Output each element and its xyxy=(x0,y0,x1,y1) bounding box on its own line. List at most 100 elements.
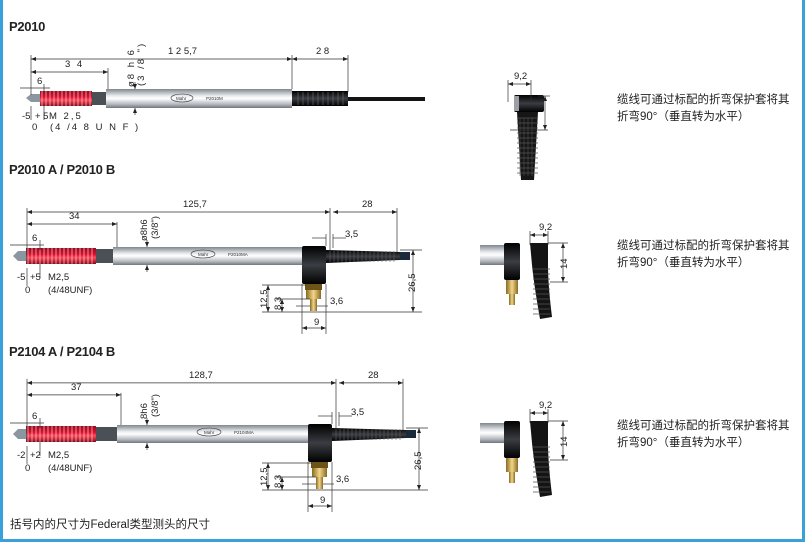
arrowhead xyxy=(331,380,336,385)
arrowhead xyxy=(543,411,548,415)
dim-thread: M 2,5 xyxy=(49,111,83,122)
dim-diameter: ø8h6 xyxy=(139,219,150,241)
arrowhead xyxy=(145,443,149,448)
dim-nipple-height: 8,3 xyxy=(273,474,284,488)
engraving-model: P2010M xyxy=(206,96,223,101)
dim-cable-length: 28 xyxy=(362,199,373,210)
dim-nipple-height: 8,3 xyxy=(273,296,284,310)
dim-grip-length: 3 4 xyxy=(65,59,85,70)
cable-note-line: 缆线可通过标配的折弯保护套将其 xyxy=(617,94,790,106)
arrowhead xyxy=(417,428,421,433)
arrowhead xyxy=(280,477,284,482)
bent-cable-boot xyxy=(530,243,552,319)
dim-thread: M2,5 xyxy=(48,450,70,461)
arrowhead xyxy=(339,380,344,385)
arrowhead xyxy=(411,307,415,312)
dim-diameter-inch: (3 /8 ") xyxy=(136,41,147,86)
dim-tip-length: 6 xyxy=(37,76,43,87)
dim-stroke-zero: 0 xyxy=(32,122,38,133)
mahr-logo xyxy=(190,249,216,259)
brass-fitting xyxy=(306,290,321,299)
arrowhead xyxy=(145,420,149,425)
dim-thread: M2,5 xyxy=(48,272,70,283)
fitting-nut xyxy=(311,462,328,468)
dim-total-height: 26,5 xyxy=(413,451,424,471)
arrowhead xyxy=(31,57,36,61)
arrowhead xyxy=(333,210,338,214)
engraving-model: P2010MA xyxy=(228,252,248,257)
arrowhead xyxy=(561,421,565,426)
arrowhead xyxy=(561,277,565,282)
angle-block xyxy=(302,246,326,284)
probe-tip xyxy=(26,94,40,102)
cable-boot xyxy=(326,250,400,263)
probe-stub xyxy=(480,245,506,265)
probe-stub xyxy=(480,423,506,443)
probe-body xyxy=(113,247,304,265)
arrowhead xyxy=(27,392,32,397)
arrowhead xyxy=(392,210,397,214)
arrowhead xyxy=(133,108,137,113)
dim-thread-inch: (4/48UNF) xyxy=(48,463,93,474)
arrowhead xyxy=(543,233,548,237)
dim-thread-inch: (4/48UNF) xyxy=(48,285,93,296)
angle-block xyxy=(308,424,332,462)
arrowhead xyxy=(287,57,292,61)
dim-stroke-zero: 0 xyxy=(25,285,31,296)
mahr-logo xyxy=(196,427,222,437)
arrowhead xyxy=(526,82,531,86)
dim-grip-length: 34 xyxy=(69,211,80,222)
dim-offset: 3,5 xyxy=(345,229,359,240)
dim-cable-length: 2 8 xyxy=(316,46,330,57)
arrowhead xyxy=(343,57,348,61)
dim-block-width: 9 xyxy=(320,495,326,506)
arrowhead xyxy=(116,392,121,397)
probe-tip xyxy=(13,251,26,261)
side-dim-width: 9,2 xyxy=(514,71,528,82)
cable-note-line: 缆线可通过标配的折弯保护套将其 xyxy=(617,420,790,432)
arrowhead xyxy=(266,307,270,312)
angle-block xyxy=(504,421,520,458)
arrowhead xyxy=(561,243,565,248)
arrowhead xyxy=(321,326,326,330)
arrowhead xyxy=(561,455,565,460)
collar xyxy=(92,92,106,105)
arrowhead xyxy=(292,57,297,61)
engraving-brand: Mahr xyxy=(198,252,209,257)
cable-note-1: 缆线可通过标配的折弯保护套将其 折弯90°（垂直转为水平） xyxy=(617,92,790,126)
arrowhead xyxy=(508,82,513,86)
probe-body xyxy=(117,425,310,443)
dim-stroke-plus: + 5 xyxy=(35,111,49,122)
arrowhead xyxy=(417,485,421,490)
cable-end xyxy=(406,430,416,438)
dim-thread-inch: (4 /4 8 U N F ) xyxy=(50,122,141,133)
dim-diameter-inch: (3/8") xyxy=(150,216,161,239)
brass-fitting xyxy=(312,468,327,477)
engraving-brand: Mahr xyxy=(204,430,215,435)
side-dim-height: 14 xyxy=(559,436,570,447)
arrowhead xyxy=(266,285,270,290)
cable-angle-block xyxy=(514,95,544,112)
dim-stroke-minus: -5 xyxy=(17,272,26,283)
dim-offset: 3,5 xyxy=(351,407,365,418)
cable-note-line: 缆线可通过标配的折弯保护套将其 xyxy=(617,240,790,252)
arrowhead xyxy=(266,485,270,490)
fitting-nut xyxy=(305,284,322,290)
arrowhead xyxy=(280,307,284,312)
dim-grip-length: 37 xyxy=(71,381,82,393)
side-dim-width: 9,2 xyxy=(539,400,553,411)
arrowhead xyxy=(302,326,307,330)
arrowhead xyxy=(266,463,270,468)
brass-fitting xyxy=(506,280,518,294)
engraving-brand: Mahr xyxy=(176,96,187,101)
bent-cable-boot xyxy=(530,421,552,497)
brass-nipple xyxy=(509,472,515,483)
dim-cable-length: 28 xyxy=(368,369,379,381)
arrowhead xyxy=(308,504,313,508)
collar xyxy=(96,249,113,263)
arrowhead xyxy=(530,411,535,415)
section-title-p2010a: P2010 A / P2010 B xyxy=(9,162,115,177)
mahr-logo xyxy=(170,93,194,103)
